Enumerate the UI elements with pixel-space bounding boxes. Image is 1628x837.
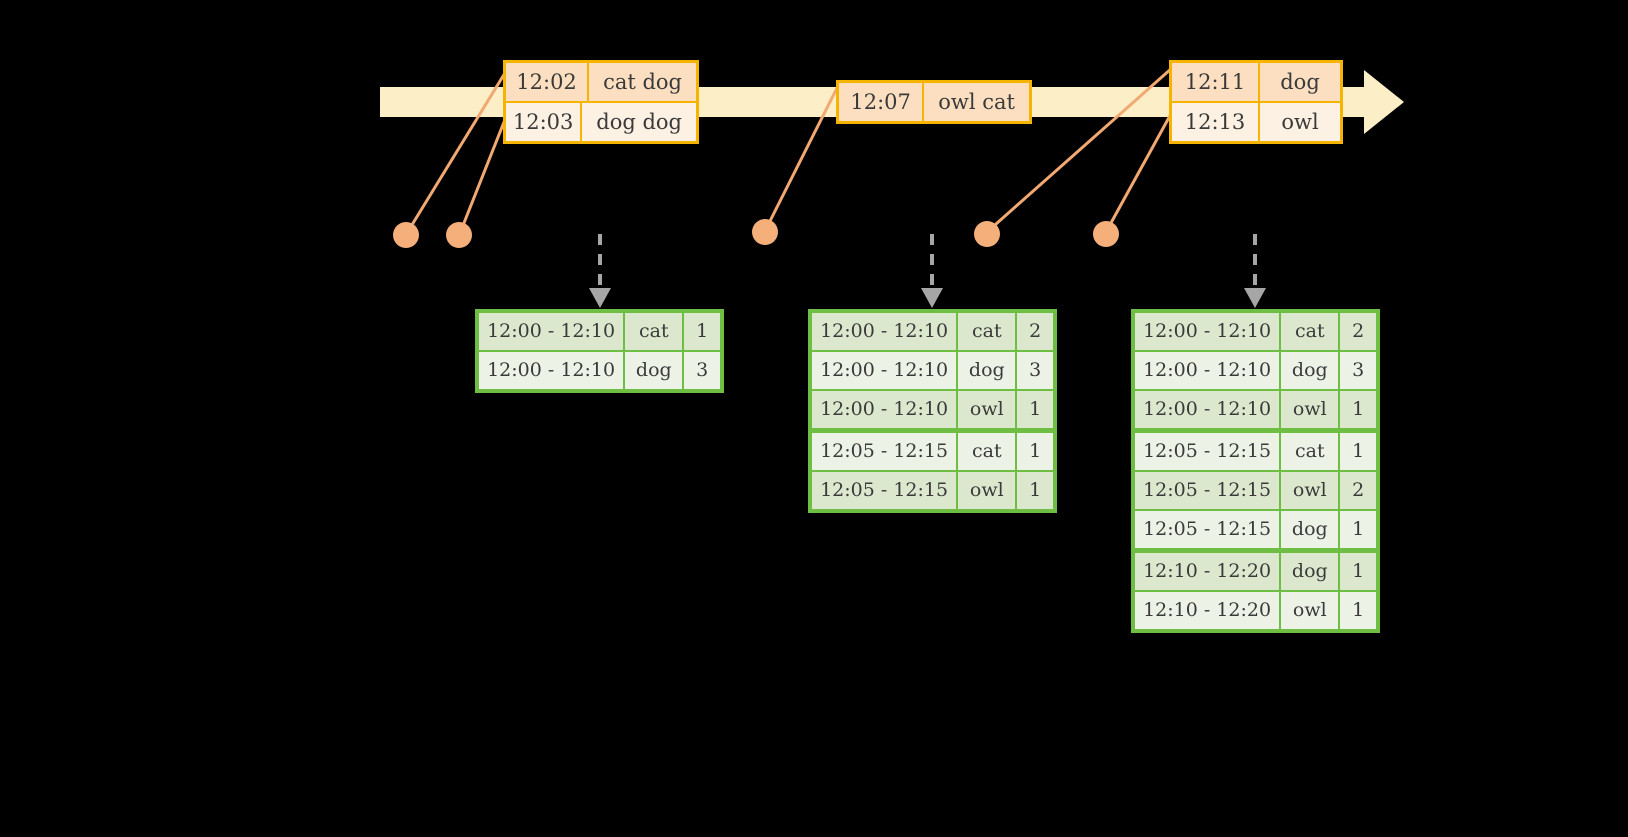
connector-dot-4 (974, 221, 1000, 247)
count-cell: 1 (1017, 391, 1053, 428)
event-row: 12:03 dog dog (506, 101, 696, 141)
window-cell: 12:00 - 12:10 (812, 352, 959, 389)
key-cell: cat (958, 433, 1018, 470)
key-cell: dog (625, 352, 685, 389)
key-cell: owl (1281, 592, 1341, 629)
window-cell: 12:05 - 12:15 (1135, 433, 1282, 470)
connector-dot-2 (446, 222, 472, 248)
window-cell: 12:00 - 12:10 (1135, 352, 1282, 389)
table-row: 12:00 - 12:10 owl 1 (812, 389, 1053, 428)
table-row: 12:00 - 12:10 cat 2 (1135, 313, 1376, 350)
emit-arrow-3-head (1244, 288, 1266, 308)
count-cell: 3 (1017, 352, 1053, 389)
window-cell: 12:10 - 12:20 (1135, 553, 1282, 590)
emit-arrow-1-head (589, 288, 611, 308)
table-row: 12:00 - 12:10 cat 2 (812, 313, 1053, 350)
connector-dot-5 (1093, 221, 1119, 247)
connector-dot-3 (752, 219, 778, 245)
count-cell: 1 (1340, 511, 1376, 548)
key-cell: dog (1281, 352, 1341, 389)
window-cell: 12:00 - 12:10 (812, 313, 959, 350)
event-value: cat dog (589, 63, 696, 101)
table-row: 12:00 - 12:10 cat 1 (479, 313, 720, 350)
key-cell: owl (1281, 472, 1341, 509)
table-row: 12:00 - 12:10 owl 1 (1135, 389, 1376, 428)
count-cell: 1 (1340, 433, 1376, 470)
key-cell: cat (1281, 433, 1341, 470)
event-time: 12:07 (839, 83, 925, 121)
table-row: 12:05 - 12:15 cat 1 (812, 428, 1053, 470)
key-cell: owl (958, 472, 1018, 509)
event-row: 12:13 owl (1172, 101, 1340, 141)
key-cell: owl (958, 391, 1018, 428)
table-row: 12:05 - 12:15 owl 2 (1135, 470, 1376, 509)
event-row: 12:07 owl cat (839, 83, 1029, 121)
table-row: 12:10 - 12:20 owl 1 (1135, 590, 1376, 629)
key-cell: cat (1281, 313, 1341, 350)
count-cell: 3 (684, 352, 720, 389)
key-cell: cat (958, 313, 1018, 350)
window-cell: 12:05 - 12:15 (1135, 472, 1282, 509)
connector-dot-1 (393, 222, 419, 248)
emit-arrows (598, 234, 1257, 288)
event-time: 12:02 (506, 63, 590, 101)
window-cell: 12:10 - 12:20 (1135, 592, 1282, 629)
event-value: owl (1260, 103, 1340, 141)
event-time: 12:13 (1172, 103, 1260, 141)
table-row: 12:10 - 12:20 dog 1 (1135, 548, 1376, 590)
count-cell: 1 (1340, 553, 1376, 590)
event-group-2: 12:07 owl cat (836, 80, 1032, 124)
count-cell: 2 (1340, 472, 1376, 509)
emit-arrow-2-head (921, 288, 943, 308)
event-time: 12:03 (506, 103, 583, 141)
window-cell: 12:05 - 12:15 (1135, 511, 1282, 548)
table-row: 12:00 - 12:10 dog 3 (479, 350, 720, 389)
count-cell: 3 (1340, 352, 1376, 389)
key-cell: dog (1281, 553, 1341, 590)
count-cell: 2 (1017, 313, 1053, 350)
window-cell: 12:05 - 12:15 (812, 472, 959, 509)
window-cell: 12:00 - 12:10 (1135, 313, 1282, 350)
result-table-3: 12:00 - 12:10 cat 2 12:00 - 12:10 dog 3 … (1131, 309, 1380, 633)
count-cell: 1 (1017, 472, 1053, 509)
window-cell: 12:00 - 12:10 (479, 352, 626, 389)
table-row: 12:00 - 12:10 dog 3 (812, 350, 1053, 389)
event-value: owl cat (924, 83, 1029, 121)
emit-arrowheads (589, 288, 1266, 308)
event-row: 12:02 cat dog (506, 63, 696, 101)
event-group-3: 12:11 dog 12:13 owl (1169, 60, 1343, 144)
event-value: dog (1260, 63, 1340, 101)
window-cell: 12:00 - 12:10 (812, 391, 959, 428)
table-row: 12:00 - 12:10 dog 3 (1135, 350, 1376, 389)
result-table-1: 12:00 - 12:10 cat 1 12:00 - 12:10 dog 3 (475, 309, 724, 393)
window-cell: 12:00 - 12:10 (479, 313, 626, 350)
key-cell: owl (1281, 391, 1341, 428)
key-cell: dog (1281, 511, 1341, 548)
count-cell: 1 (1340, 391, 1376, 428)
event-value: dog dog (582, 103, 696, 141)
window-cell: 12:05 - 12:15 (812, 433, 959, 470)
count-cell: 1 (684, 313, 720, 350)
event-group-1: 12:02 cat dog 12:03 dog dog (503, 60, 699, 144)
event-row: 12:11 dog (1172, 63, 1340, 101)
count-cell: 2 (1340, 313, 1376, 350)
connector-dots (393, 219, 1119, 248)
event-time: 12:11 (1172, 63, 1260, 101)
table-row: 12:05 - 12:15 owl 1 (812, 470, 1053, 509)
table-row: 12:05 - 12:15 cat 1 (1135, 428, 1376, 470)
table-row: 12:05 - 12:15 dog 1 (1135, 509, 1376, 548)
count-cell: 1 (1017, 433, 1053, 470)
count-cell: 1 (1340, 592, 1376, 629)
result-table-2: 12:00 - 12:10 cat 2 12:00 - 12:10 dog 3 … (808, 309, 1057, 513)
key-cell: cat (625, 313, 685, 350)
window-cell: 12:00 - 12:10 (1135, 391, 1282, 428)
key-cell: dog (958, 352, 1018, 389)
